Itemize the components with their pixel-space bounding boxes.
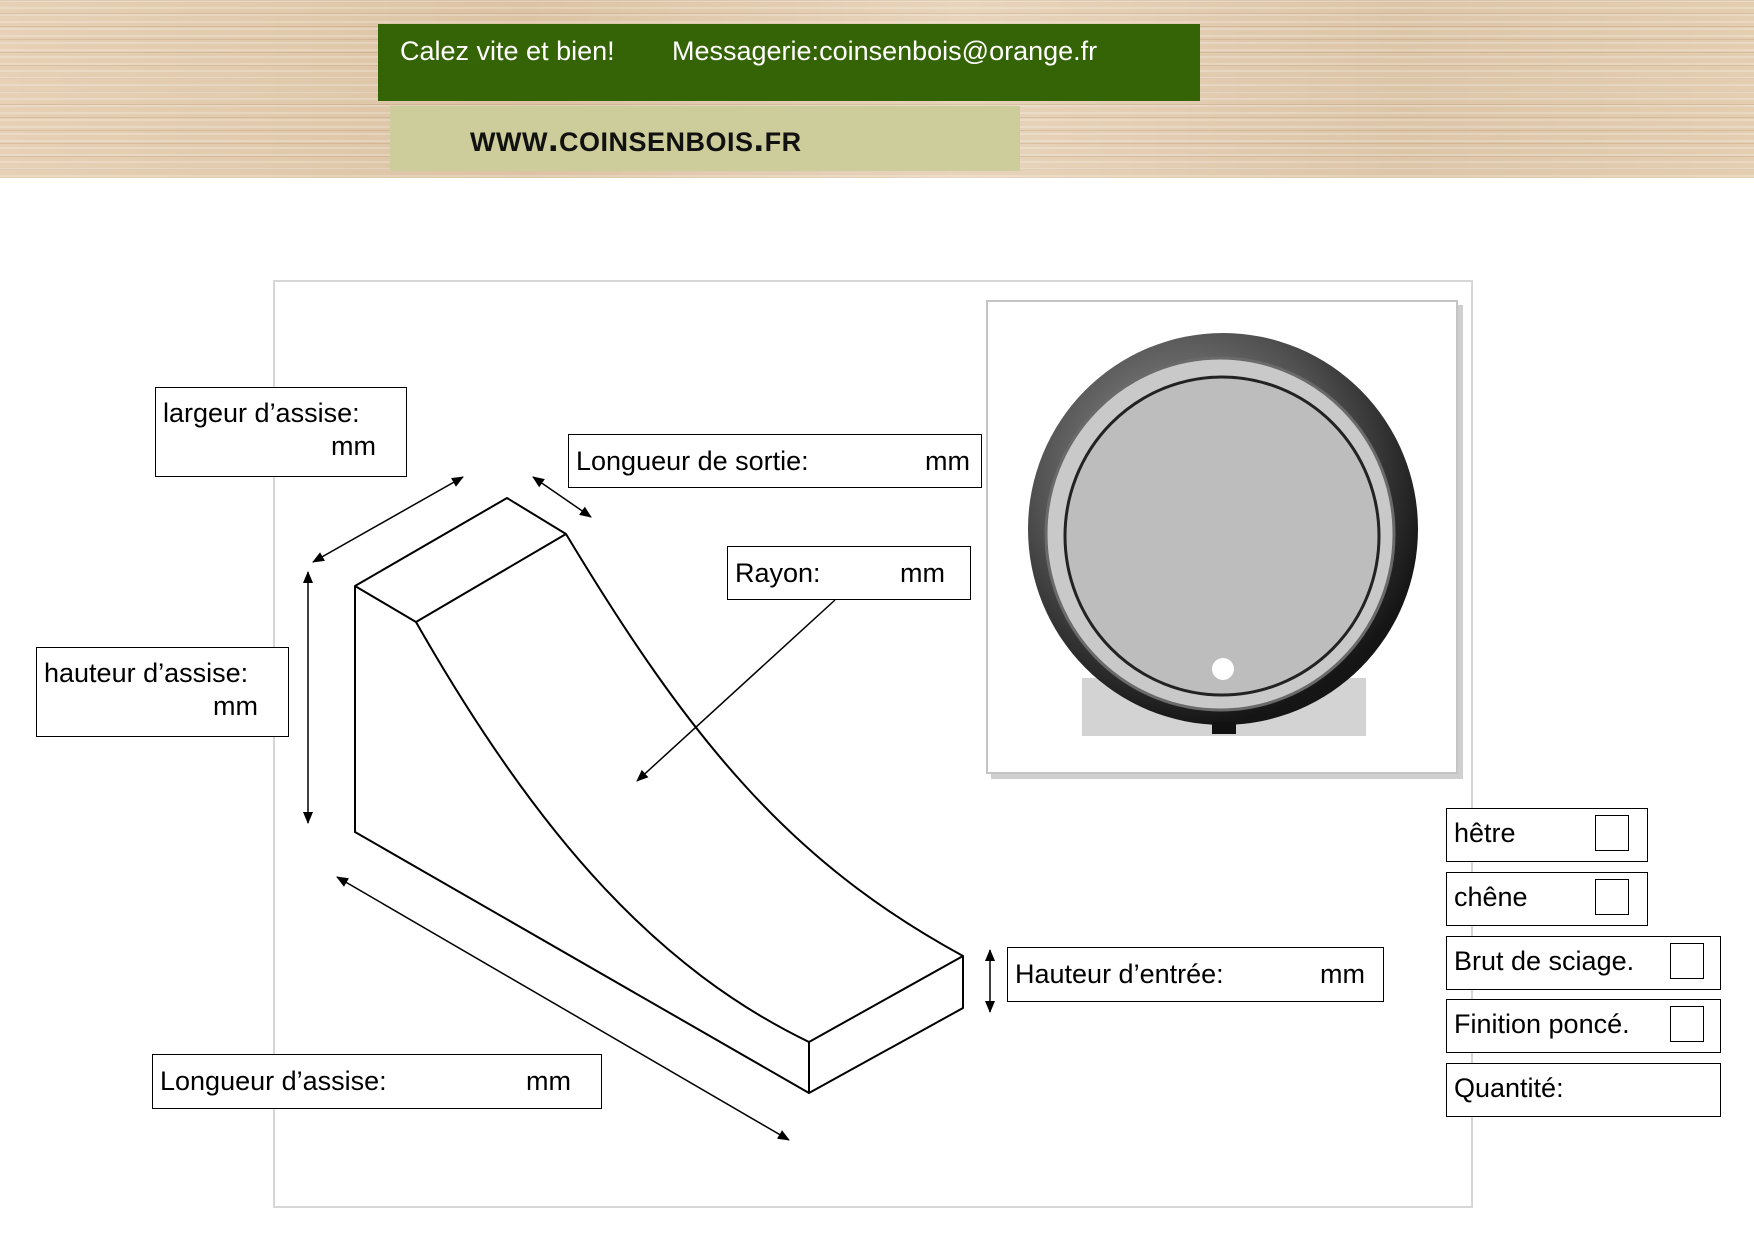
label-hauteur-assise: hauteur d’assise: mm (36, 647, 289, 737)
option-brut-label: Brut de sciage. (1454, 946, 1635, 976)
label-rayon-unit: mm (900, 558, 945, 588)
arrow-longueur-sortie (532, 476, 592, 518)
option-finition-label: Finition poncé. (1454, 1009, 1630, 1039)
barrel-face (1063, 375, 1381, 697)
label-longueur-assise-unit: mm (526, 1066, 571, 1096)
arrow-largeur-assise (312, 476, 464, 563)
label-hauteur-entree-unit: mm (1320, 959, 1365, 989)
label-largeur-assise-unit: mm (331, 431, 376, 461)
checkbox-brut-de-sciage[interactable] (1670, 943, 1704, 979)
label-longueur-sortie: Longueur de sortie: mm (568, 434, 982, 488)
label-hauteur-assise-unit: mm (213, 691, 258, 721)
barrel-illustration-panel (986, 300, 1458, 774)
label-longueur-assise-text: Longueur d’assise: (160, 1066, 387, 1096)
website-banner: www.coinsenbois.fr (390, 106, 1020, 171)
option-hetre-label: hêtre (1454, 818, 1516, 848)
email-contact[interactable]: Messagerie:coinsenbois@orange.fr (672, 36, 1098, 66)
contact-banner: Calez vite et bien! Messagerie:coinsenbo… (378, 24, 1200, 101)
option-brut-de-sciage: Brut de sciage. (1446, 936, 1721, 990)
drawing-frame (273, 280, 1473, 1208)
arrow-rayon (636, 599, 836, 782)
label-longueur-assise: Longueur d’assise: mm (152, 1054, 602, 1109)
wedge-curved-slope-right (565, 533, 964, 957)
quantity-field[interactable]: Quantité: (1446, 1063, 1721, 1117)
checkbox-hetre[interactable] (1595, 815, 1629, 851)
option-chene: chêne (1446, 872, 1648, 926)
wedge-left-face (354, 586, 810, 1094)
wedge-front-end (808, 955, 964, 1094)
option-chene-label: chêne (1454, 882, 1528, 912)
checkbox-finition-ponce[interactable] (1670, 1006, 1704, 1042)
quantity-label: Quantité: (1454, 1073, 1564, 1103)
label-longueur-sortie-unit: mm (925, 446, 970, 476)
dimension-arrows (303, 476, 995, 1141)
label-longueur-sortie-text: Longueur de sortie: (576, 446, 809, 476)
tagline: Calez vite et bien! (400, 36, 615, 66)
label-hauteur-entree: Hauteur d’entrée: mm (1007, 947, 1384, 1002)
option-finition-ponce: Finition poncé. (1446, 999, 1721, 1053)
label-rayon: Rayon: mm (727, 546, 971, 600)
label-rayon-text: Rayon: (735, 558, 821, 588)
label-largeur-assise-text: largeur d’assise: (163, 398, 360, 428)
label-hauteur-assise-text: hauteur d’assise: (44, 658, 249, 688)
arrow-longueur-assise (336, 876, 790, 1141)
barrel-bung-hole (1212, 658, 1234, 680)
wedge-top-face (354, 497, 567, 623)
label-hauteur-entree-text: Hauteur d’entrée: (1015, 959, 1224, 989)
label-largeur-assise: largeur d’assise: mm (155, 387, 407, 477)
barrel-illustration (1028, 333, 1418, 736)
barrel-foot (1212, 722, 1236, 734)
checkbox-chene[interactable] (1595, 879, 1629, 915)
option-hetre: hêtre (1446, 808, 1648, 862)
website-link[interactable]: www.coinsenbois.fr (470, 118, 802, 160)
